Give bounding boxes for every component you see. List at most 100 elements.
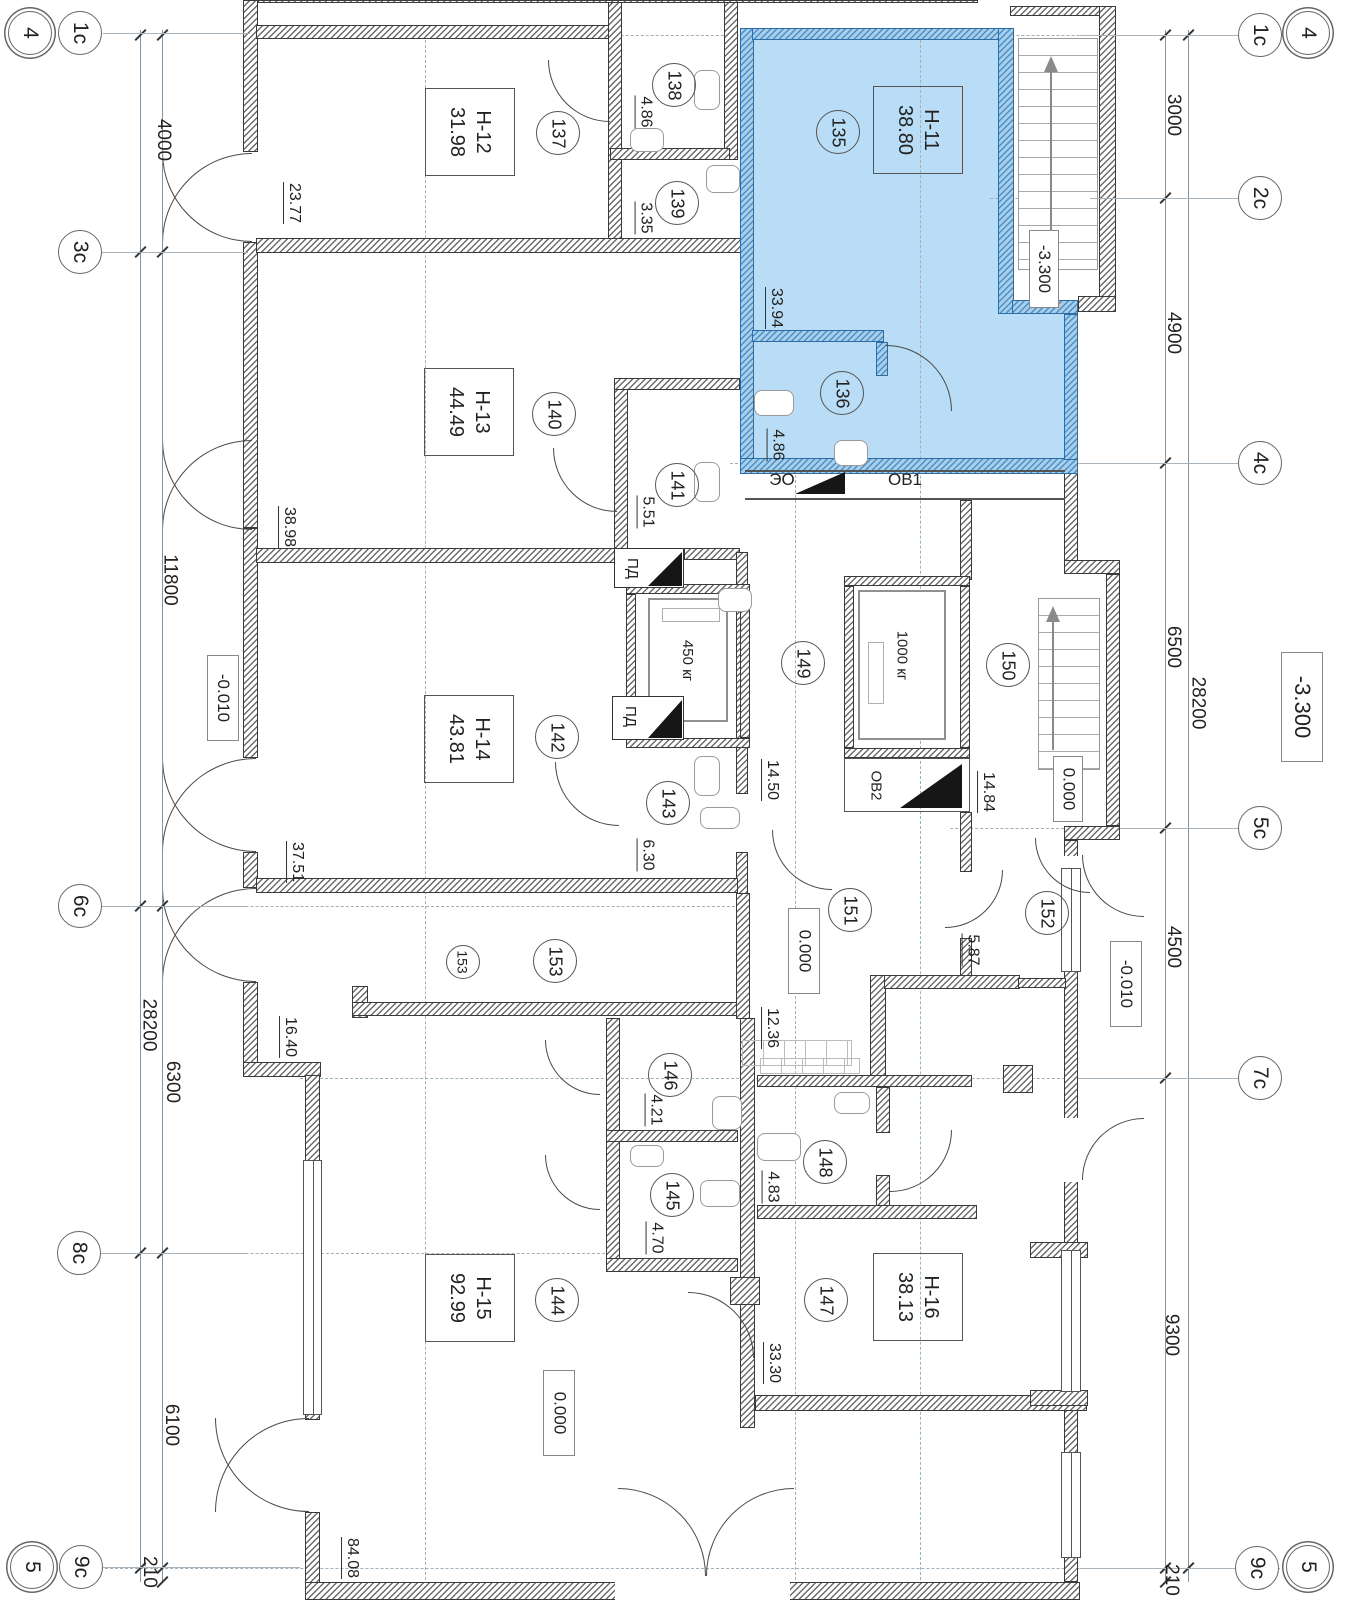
toilet-icon <box>754 390 794 416</box>
axis-label: 7c <box>1249 1066 1272 1090</box>
axis-label: 5 <box>21 1561 44 1573</box>
dimension-label: 11800 <box>130 540 210 620</box>
wall-highlighted <box>998 28 1014 314</box>
level-marker: -0.010 <box>207 655 239 741</box>
room-number: 141 <box>667 469 688 501</box>
axis-marker: 7c <box>1238 1056 1282 1100</box>
wall <box>256 25 612 39</box>
level-marker: 0.000 <box>788 908 820 994</box>
wall-highlighted <box>752 28 1004 40</box>
level-value: -0.010 <box>214 673 234 723</box>
room-number: 146 <box>660 1059 681 1091</box>
grid-chain-line <box>425 30 426 1580</box>
door-arc <box>706 1488 794 1576</box>
area-value: 33.30 <box>762 1341 783 1385</box>
wall <box>736 852 748 894</box>
axis-marker: 5c <box>1238 806 1282 850</box>
room-number: 142 <box>547 721 568 753</box>
equipment-label: 1000 кг <box>857 625 947 685</box>
vent-duct-line <box>745 470 1065 472</box>
dimension-value: 6500 <box>1163 625 1184 669</box>
area-label: 38.98 <box>258 497 318 557</box>
room-number-circle: 136 <box>820 371 864 415</box>
stair-arrow-head <box>1046 606 1060 622</box>
dimension-value: 4000 <box>153 118 174 162</box>
wall <box>243 0 258 152</box>
area-value: 14.50 <box>760 758 781 802</box>
room-number-circle: 153 <box>446 945 480 979</box>
room-number-circle: 150 <box>986 643 1030 687</box>
room-number-circle: 144 <box>535 1278 579 1322</box>
equipment-text: 1000 кг <box>893 630 911 680</box>
toilet-icon <box>700 1180 740 1207</box>
axis-marker: 1c <box>58 11 102 55</box>
area-value: 3.35 <box>634 201 655 235</box>
area-value: 14.84 <box>976 770 997 814</box>
room-area: 31.98 <box>446 106 468 158</box>
dimension-line <box>162 30 163 1582</box>
room-name: Н-14 <box>471 717 493 761</box>
area-label: 6.30 <box>617 825 677 885</box>
equipment-text: 450 кг <box>679 639 697 681</box>
wall <box>256 878 738 893</box>
sink-icon <box>718 588 752 612</box>
highlighted-unit-region[interactable] <box>754 40 1000 458</box>
area-value: 5.87 <box>961 933 982 967</box>
equipment-label: ПД <box>587 538 677 598</box>
dimension-line <box>1188 30 1189 1582</box>
wall-highlighted <box>1064 314 1078 460</box>
toilet-icon <box>694 70 720 110</box>
room-number-circle: 138 <box>652 63 696 107</box>
area-label: 33.94 <box>745 278 805 338</box>
level-value: -3.300 <box>1290 675 1316 739</box>
stair-direction-arrow <box>1050 70 1052 230</box>
axis-marker: 1c <box>1238 13 1282 57</box>
dimension-value: 11800 <box>160 554 181 606</box>
door-arc <box>555 762 619 826</box>
axis-marker: 8c <box>57 1231 101 1275</box>
axis-marker: 5 <box>10 1545 54 1589</box>
room-number: 149 <box>793 647 814 679</box>
door-arc <box>618 1488 706 1576</box>
area-label: 14.84 <box>957 762 1017 822</box>
axis-label: 5 <box>1297 1561 1320 1573</box>
room-number-circle: 135 <box>816 110 860 154</box>
level-marker: 0.000 <box>1053 756 1083 822</box>
wall <box>1099 6 1116 302</box>
room-number-circle: 139 <box>655 181 699 225</box>
wall <box>243 1062 321 1077</box>
axis-label: 4c <box>1249 451 1272 475</box>
room-number-circle: 140 <box>532 392 576 436</box>
door-arc <box>545 1040 600 1095</box>
room-number: 144 <box>547 1284 568 1316</box>
room-number: 151 <box>840 894 861 926</box>
level-marker: -3.300 <box>1281 652 1323 762</box>
axis-leader-line <box>1120 828 1238 829</box>
area-label: 4.70 <box>626 1208 686 1268</box>
wall <box>960 812 972 872</box>
wall <box>755 1395 1087 1411</box>
wall <box>258 0 978 3</box>
area-value: 4.70 <box>645 1221 666 1255</box>
axis-leader-line <box>1090 198 1238 199</box>
wall <box>610 148 730 160</box>
axis-leader-line <box>1080 1078 1238 1079</box>
wall <box>606 1130 738 1142</box>
axis-leader-line <box>1080 463 1238 464</box>
axis-leader-line <box>1080 35 1238 36</box>
staircase <box>1038 598 1100 770</box>
sink-icon <box>712 1096 742 1130</box>
dimension-value: 6300 <box>162 1060 183 1104</box>
dimension-value: 28200 <box>1187 676 1208 730</box>
wall <box>1018 978 1066 988</box>
sink-icon <box>834 1092 870 1114</box>
room-name: Н-11 <box>920 109 942 151</box>
vent-duct-line <box>745 498 1065 500</box>
level-value: 0.000 <box>795 929 815 973</box>
room-number-circle: 149 <box>781 641 825 685</box>
wall <box>724 0 738 160</box>
wall <box>352 1002 742 1016</box>
